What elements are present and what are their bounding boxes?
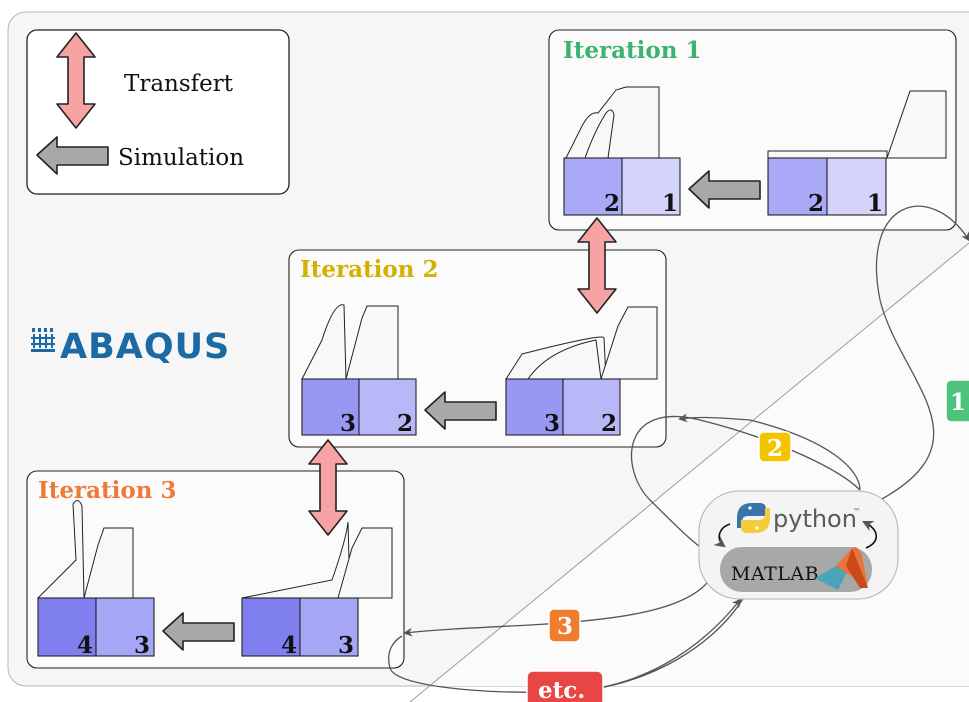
legend-transfer-label: Transfert (124, 71, 234, 97)
zone-divider (409, 242, 969, 702)
simulation-arrow-icon (162, 612, 235, 651)
block-number: 3 (338, 632, 354, 659)
block-light (95, 597, 155, 657)
part-shape (301, 304, 347, 380)
iteration-1-title: Iteration 1 (563, 37, 701, 64)
block-dark (505, 378, 564, 436)
step-badge-3: 3 (548, 608, 581, 643)
cycle-arrow-left-icon (713, 523, 731, 548)
matlab-label: MATLAB (731, 563, 819, 585)
block-dark (37, 597, 97, 657)
step-badge-1-label: 1 (950, 389, 966, 416)
cycle-arrow-right-icon (861, 520, 878, 549)
iteration-3-title: Iteration 3 (38, 477, 176, 504)
step-badge-etc-label: etc. (538, 677, 585, 702)
abaqus-emblem-icon (31, 328, 55, 352)
part-shape (337, 527, 393, 599)
block-number: 1 (867, 190, 883, 217)
part-shape (767, 150, 888, 159)
connector-1 (875, 205, 969, 501)
block-number: 2 (601, 410, 617, 437)
step-badge-etc: etc. (526, 670, 604, 702)
block-dark (563, 157, 623, 216)
abaqus-logo-text: ABAQUS (60, 327, 230, 367)
block-number: 2 (604, 190, 620, 217)
block-number: 4 (281, 632, 297, 659)
abaqus-logo: ABAQUS (31, 327, 230, 367)
block-number: 3 (544, 410, 560, 437)
part-shape (241, 521, 351, 599)
simulation-arrow-icon (36, 136, 109, 175)
simulation-arrow-icon (688, 170, 761, 209)
part-shape-inner (584, 109, 615, 159)
transfer-arrow-icon (308, 439, 348, 536)
block-light (562, 378, 621, 436)
iteration-3-panel: Iteration 3 4 3 4 3 (26, 470, 405, 669)
block-light (299, 597, 359, 657)
block-number: 3 (134, 632, 150, 659)
step-badge-2-label: 2 (767, 435, 783, 462)
part-shape (600, 306, 658, 380)
iteration-2-panel: Iteration 2 3 2 3 2 (288, 249, 667, 448)
step-badge-1: 1 (945, 379, 969, 423)
tools-bubble: python ™ MATLAB (698, 490, 899, 600)
part-shape-inner (527, 339, 602, 380)
simulation-arrow-icon (424, 391, 497, 430)
iteration-2-title: Iteration 2 (300, 256, 438, 283)
step-badge-3-label: 3 (557, 613, 573, 640)
matlab-logo-icon (815, 547, 868, 590)
connector-2-end (678, 413, 861, 491)
block-light (826, 157, 887, 216)
block-number: 4 (77, 632, 93, 659)
python-label: python (773, 505, 857, 533)
block-number: 1 (662, 190, 678, 217)
connector-3 (403, 569, 716, 637)
part-shape (36, 500, 85, 599)
iteration-1-panel: Iteration 1 2 1 2 1 (548, 29, 957, 231)
block-number: 3 (340, 410, 356, 437)
block-light (358, 378, 417, 436)
block-light (621, 157, 681, 216)
block-number: 2 (808, 190, 824, 217)
transfer-arrow-icon (577, 217, 617, 314)
legend: Transfert Simulation (26, 29, 290, 195)
legend-simulation-label: Simulation (118, 145, 244, 171)
block-dark (767, 157, 828, 216)
connector-2 (630, 415, 861, 561)
part-shape (886, 90, 947, 159)
part-shape (505, 336, 607, 380)
transfer-arrow-icon (56, 32, 96, 129)
step-badge-2: 2 (758, 431, 792, 463)
connector-etc (388, 594, 746, 693)
python-logo-icon (737, 503, 770, 533)
python-trademark: ™ (853, 507, 861, 516)
block-number: 2 (397, 410, 413, 437)
